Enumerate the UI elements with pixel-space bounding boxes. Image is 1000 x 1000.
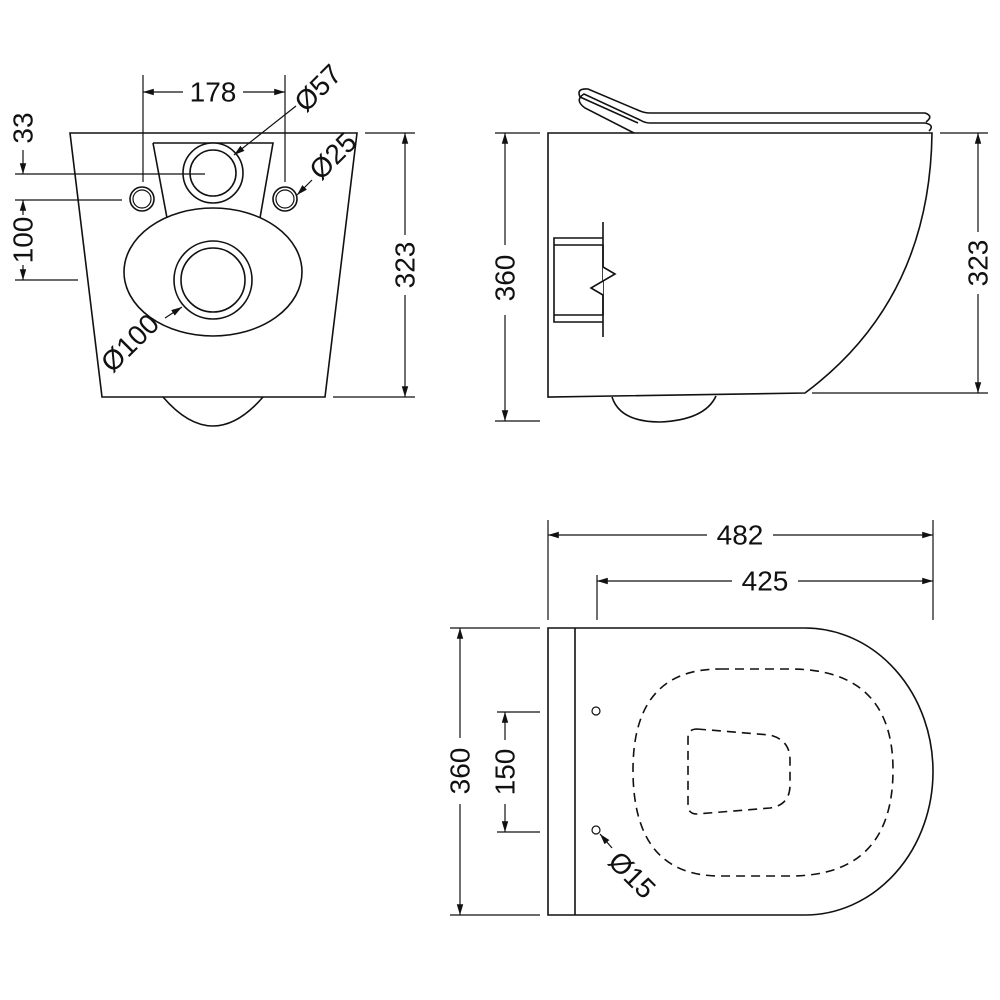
leader-100 xyxy=(164,306,183,319)
dim-150-label: 150 xyxy=(490,749,521,796)
leader-15 xyxy=(599,833,613,849)
dim-15-label: Ø15 xyxy=(602,845,661,904)
dim-323-label: 323 xyxy=(390,242,421,289)
fixing-hole-left xyxy=(129,186,155,212)
front-bulge xyxy=(162,396,264,427)
outlet-outer xyxy=(182,142,244,204)
dim-323-side-label: 323 xyxy=(963,240,994,287)
top-view: 482 425 Ø15 360 150 xyxy=(445,519,934,916)
seat-outline-dashed xyxy=(632,668,894,877)
seat-lid xyxy=(578,88,933,134)
outlet-inner xyxy=(189,149,237,197)
fixing-hole-right xyxy=(272,186,298,212)
front-upper-panel xyxy=(152,142,274,219)
dim-425-label: 425 xyxy=(742,566,789,597)
front-view: 178 Ø57 Ø25 33 100 Ø100 323 xyxy=(8,58,421,427)
fixing-hole-left-inner xyxy=(132,189,152,209)
side-outline xyxy=(547,132,933,398)
bowl-opening-dashed xyxy=(687,728,791,815)
dim-178-label: 178 xyxy=(190,77,237,108)
side-bulge xyxy=(611,395,717,423)
seat-hole-left xyxy=(591,706,601,716)
dim-33-label: 33 xyxy=(8,112,39,143)
dim-360-side-label: 360 xyxy=(490,255,521,302)
waste-outer xyxy=(173,240,253,320)
leader-57 xyxy=(233,105,297,156)
waste-oval xyxy=(123,207,303,337)
wall-bracket xyxy=(553,222,617,337)
dim-482-label: 482 xyxy=(717,520,764,551)
waste-inner xyxy=(180,247,246,313)
dim-100-label: 100 xyxy=(8,217,39,264)
fixing-hole-right-inner xyxy=(275,189,295,209)
side-view: 360 323 xyxy=(490,88,994,423)
leader-25 xyxy=(296,179,313,196)
dim-57-label: Ø57 xyxy=(288,58,347,117)
dim-360-top-label: 360 xyxy=(445,748,476,795)
seat-hole-right xyxy=(591,825,601,835)
top-outline xyxy=(547,627,934,916)
